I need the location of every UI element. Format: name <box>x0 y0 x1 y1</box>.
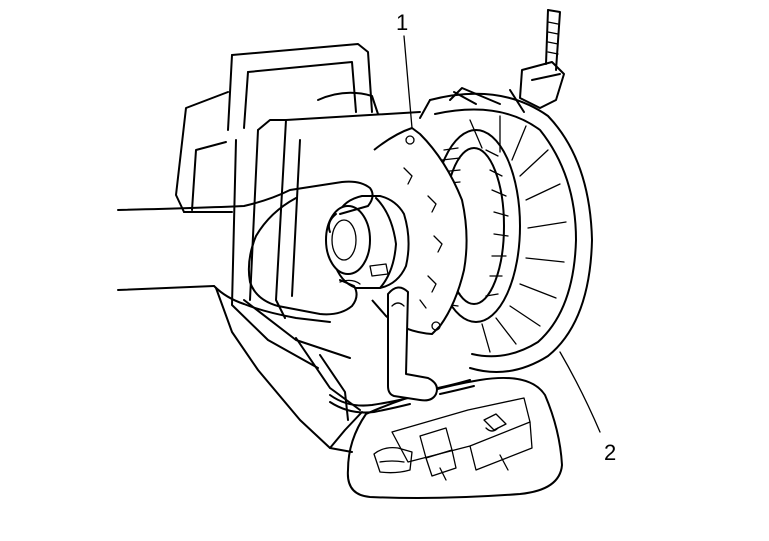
hvac-case <box>175 43 421 369</box>
wire-harness <box>329 379 475 414</box>
cable-tie <box>509 9 565 113</box>
connector-area <box>346 376 563 499</box>
leader-lines <box>403 35 601 433</box>
leader-line-2 <box>559 351 601 433</box>
leader-line-1 <box>403 35 413 129</box>
blower-housing <box>419 87 593 373</box>
motor-body <box>325 195 410 289</box>
lower-case-tray <box>215 287 363 453</box>
callout-1: 1 <box>396 10 408 35</box>
technician-hand <box>117 180 374 323</box>
callout-2: 2 <box>604 440 616 465</box>
motor-lead <box>387 286 438 402</box>
